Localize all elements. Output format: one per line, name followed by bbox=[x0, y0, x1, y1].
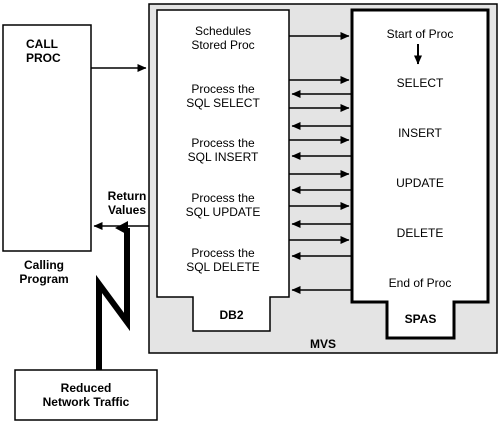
db2-label: DB2 bbox=[219, 308, 244, 322]
db2-item-line1: Schedules bbox=[194, 24, 252, 38]
spas-item: Start of Proc bbox=[386, 27, 454, 41]
db2-item-line2: SQL UPDATE bbox=[185, 205, 261, 219]
db2-box bbox=[156, 9, 290, 332]
db2-item: Process the SQL INSERT bbox=[157, 136, 289, 164]
network-traffic-label: Reduced Network Traffic bbox=[15, 381, 157, 409]
network-traffic-line2: Network Traffic bbox=[42, 395, 130, 409]
spas-item: INSERT bbox=[398, 126, 442, 140]
spas-item: UPDATE bbox=[396, 176, 444, 190]
mvs-label: MVS bbox=[310, 337, 337, 351]
spas-item: End of Proc bbox=[388, 276, 452, 290]
network-traffic-line1: Reduced bbox=[60, 381, 112, 395]
db2-item-line1: Process the bbox=[191, 191, 255, 205]
spas-label: SPAS bbox=[404, 312, 437, 326]
spas-item: SELECT bbox=[396, 76, 444, 90]
db2-item: Process the SQL SELECT bbox=[157, 82, 289, 110]
return-values-label: Return Values bbox=[100, 189, 154, 217]
return-values-line1: Return bbox=[107, 189, 147, 203]
spas-item: DELETE bbox=[396, 226, 444, 240]
return-values-line2: Values bbox=[107, 203, 147, 217]
db2-item-line1: Process the bbox=[191, 136, 255, 150]
call-proc-line1: CALL bbox=[26, 37, 58, 51]
db2-item: Process the SQL UPDATE bbox=[157, 191, 289, 219]
db2-item-line2: Stored Proc bbox=[191, 38, 255, 52]
calling-program-caption-line2: Program bbox=[19, 272, 69, 286]
spas-box bbox=[350, 8, 490, 340]
network-traffic-bolt bbox=[96, 221, 130, 370]
call-proc-line2: PROC bbox=[26, 51, 61, 65]
db2-item-line2: SQL INSERT bbox=[187, 150, 259, 164]
network-traffic-box bbox=[14, 369, 158, 421]
db2-item-line2: SQL DELETE bbox=[186, 260, 260, 274]
db2-item-line1: Process the bbox=[191, 82, 255, 96]
db2-item: Process the SQL DELETE bbox=[157, 246, 289, 274]
call-proc-label: CALL PROC bbox=[26, 37, 61, 65]
calling-program-caption-line1: Calling bbox=[23, 258, 64, 272]
calling-program-caption: Calling Program bbox=[8, 258, 80, 286]
db2-item-line2: SQL SELECT bbox=[186, 96, 260, 110]
db2-item: Schedules Stored Proc bbox=[157, 24, 289, 52]
db2-item-line1: Process the bbox=[191, 246, 255, 260]
calling-program-box bbox=[2, 24, 92, 252]
